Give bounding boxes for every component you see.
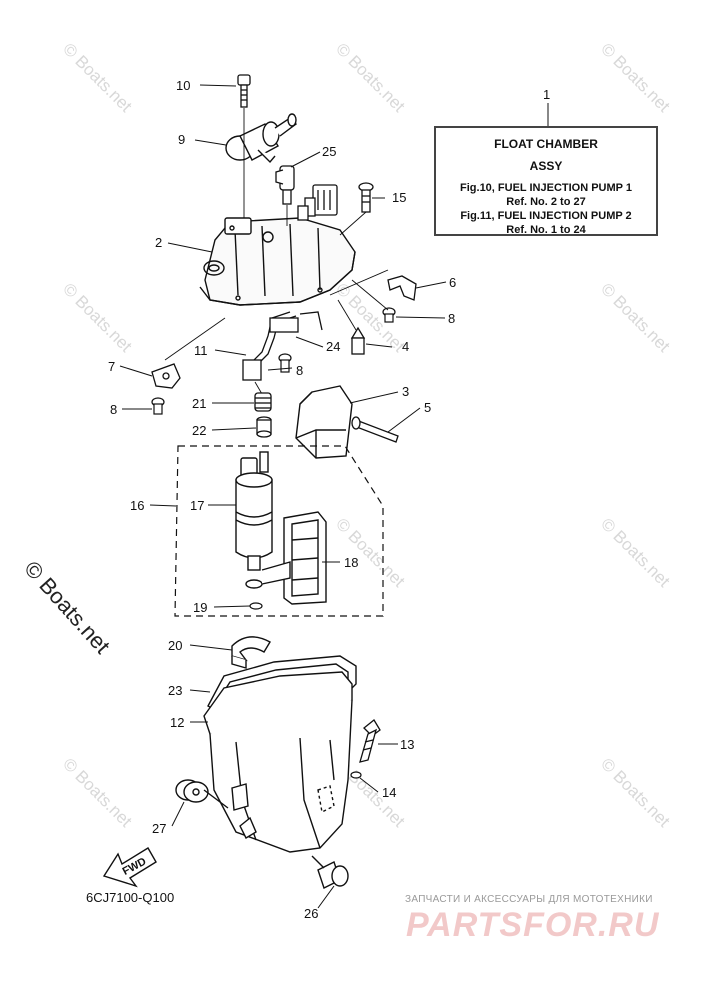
watermark: © Boats.net (597, 754, 674, 831)
part-grommet-21 (254, 392, 272, 412)
part-bolt-8 (151, 307, 396, 415)
callout-18: 18 (344, 555, 358, 570)
legend-ref-line3: Fig.11, FUEL INJECTION PUMP 2 (460, 210, 632, 222)
part-plug-27 (175, 779, 229, 809)
part-drain-26 (311, 855, 349, 889)
legend-ref-line4: Ref. No. 1 to 24 (506, 224, 586, 236)
callout-leaders (119, 84, 549, 909)
callout-9: 9 (178, 132, 185, 147)
diagram-code: 6CJ7100-Q100 (86, 890, 175, 905)
part-screw-13 (359, 719, 381, 763)
callout-6: 6 (449, 275, 456, 290)
callout-3: 3 (402, 384, 409, 399)
watermark: © Boats.net (59, 279, 136, 356)
callout-26: 26 (304, 906, 318, 921)
part-shield-3 (295, 385, 353, 459)
watermark: © Boats.net (59, 754, 136, 831)
callout-5: 5 (424, 400, 431, 415)
callout-20: 20 (168, 638, 182, 653)
callout-8: 8 (448, 311, 455, 326)
part-bolt-10 (237, 74, 251, 108)
callout-2: 2 (155, 235, 162, 250)
legend-title-line2: ASSY (529, 159, 563, 173)
legend-title-line1: FLOAT CHAMBER (494, 137, 598, 151)
part-pump-17 (235, 451, 273, 589)
part-hose-11 (242, 311, 323, 381)
callout-8: 8 (296, 363, 303, 378)
callout-10: 10 (176, 78, 190, 93)
part-bracket-7 (151, 363, 181, 389)
part-clip-20 (231, 636, 271, 669)
watermark: © Boats.net (597, 514, 674, 591)
callout-25: 25 (322, 144, 336, 159)
callout-1: 1 (543, 87, 550, 102)
callout-27: 27 (152, 821, 166, 836)
part-sensor-25 (275, 165, 295, 205)
pump-group-frame (174, 445, 384, 617)
callout-23: 23 (168, 683, 182, 698)
part-fitting-9 (225, 113, 298, 164)
watermark: © Boats.net (597, 279, 674, 356)
legend-ref-line2: Ref. No. 2 to 27 (506, 196, 586, 208)
callout-numbers: 1 10 9 25 15 2 6 8 4 11 24 8 7 8 3 5 21 … (108, 78, 550, 921)
legend-ref-line1: Fig.10, FUEL INJECTION PUMP 1 (460, 182, 632, 194)
callout-4: 4 (402, 339, 409, 354)
callout-21: 21 (192, 396, 206, 411)
callout-8: 8 (110, 402, 117, 417)
watermark: © Boats.net (332, 514, 409, 591)
callout-15: 15 (392, 190, 406, 205)
part-collar-22 (256, 416, 272, 438)
part-valve-4 (350, 326, 366, 355)
leader-lines (164, 108, 389, 395)
legend-box: FLOAT CHAMBER ASSY Fig.10, FUEL INJECTIO… (434, 126, 658, 236)
watermark: © Boats.net (597, 39, 674, 116)
part-clip-19 (249, 602, 263, 610)
fwd-arrow: FWD (102, 847, 157, 888)
callout-22: 22 (192, 423, 206, 438)
callout-11: 11 (194, 343, 208, 358)
shop-tagline: ЗАПЧАСТИ И АКСЕССУАРЫ ДЛЯ МОТОТЕХНИКИ (405, 894, 653, 905)
part-pin-5 (351, 416, 399, 443)
part-filter-18 (261, 511, 327, 605)
callout-17: 17 (190, 498, 204, 513)
part-cover (199, 217, 356, 306)
watermark: © Boats.net (332, 39, 409, 116)
callout-16: 16 (130, 498, 144, 513)
callout-13: 13 (400, 737, 414, 752)
part-clip-6 (387, 275, 417, 301)
callout-7: 7 (108, 359, 115, 374)
callout-14: 14 (382, 785, 396, 800)
shop-logo: PARTSFOR.RU (406, 906, 660, 944)
part-connector-block (297, 184, 338, 221)
callout-12: 12 (170, 715, 184, 730)
callout-19: 19 (193, 600, 207, 615)
callout-24: 24 (326, 339, 340, 354)
part-chamber-12 (203, 671, 353, 853)
part-screw-15 (358, 182, 374, 213)
part-oring-14 (350, 771, 362, 779)
watermark: © Boats.net (59, 39, 136, 116)
